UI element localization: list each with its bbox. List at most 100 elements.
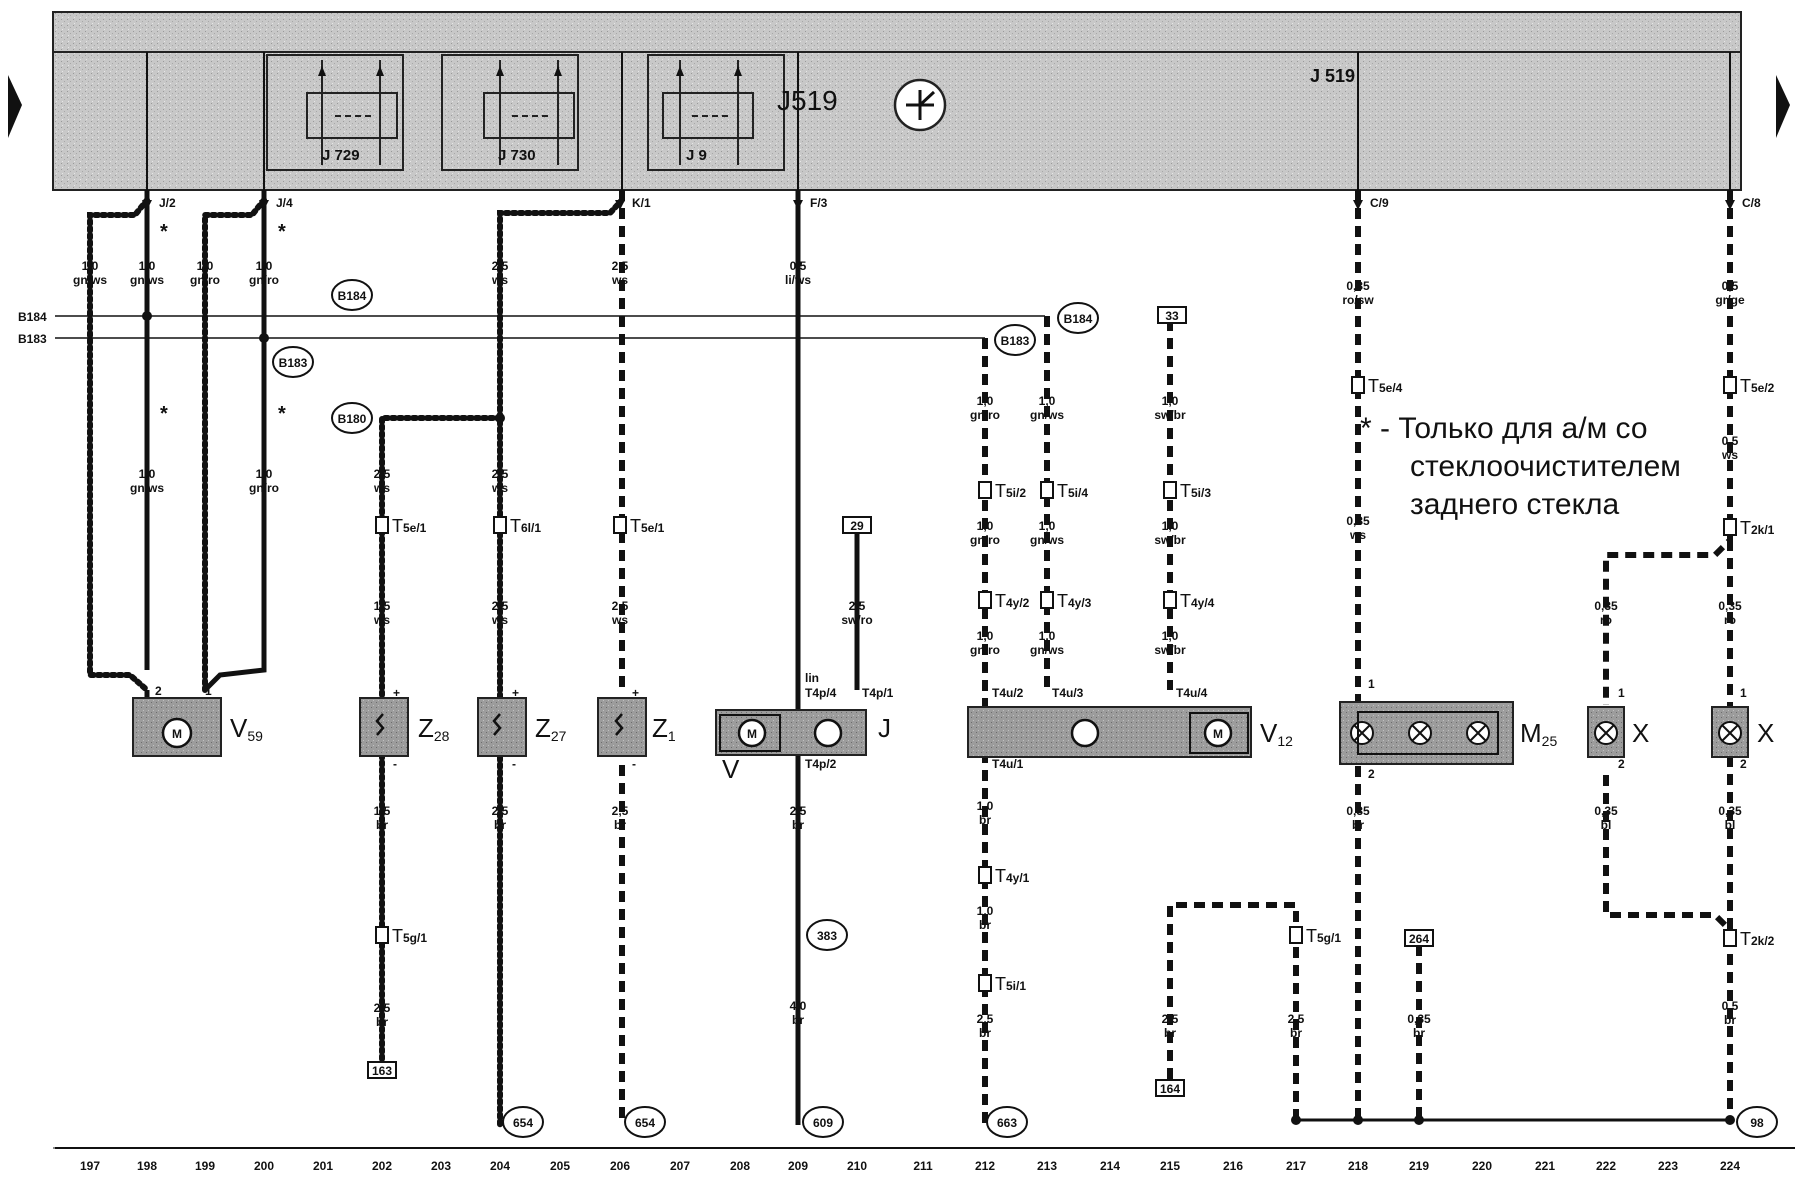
column-number: 200	[254, 1159, 274, 1173]
wire-size-label: 2,5	[612, 804, 629, 818]
next-page-arrow-icon[interactable]	[1776, 75, 1790, 138]
column-number: 216	[1223, 1159, 1243, 1173]
wire-size-label: 1,0	[139, 259, 156, 273]
ref-label: 163	[372, 1064, 392, 1078]
pin-label: +	[632, 686, 639, 700]
wire-size-label: 2,5	[492, 467, 509, 481]
connector-icon	[978, 974, 992, 992]
pin-label: T4p/1	[862, 686, 894, 700]
prev-page-arrow-icon[interactable]	[8, 75, 22, 138]
connector-icon	[978, 866, 992, 884]
wire-size-label: 1,0	[977, 394, 994, 408]
column-number: 198	[137, 1159, 157, 1173]
wire-size-label: 1,5	[374, 599, 391, 613]
pin-label: T4p/2	[805, 757, 837, 771]
motor-icon	[737, 718, 767, 748]
connector-icon	[493, 516, 507, 534]
wire-color-label: br	[792, 1013, 804, 1027]
pin-label: T4u/2	[992, 686, 1024, 700]
connector-label: T2k/2	[1740, 929, 1775, 949]
connector-icon	[1351, 376, 1365, 394]
wire-size-label: 2,5	[612, 599, 629, 613]
wire-size-label: 2,5	[612, 259, 629, 273]
wire-color-label: ro/sw	[1342, 293, 1374, 307]
wire-color-label: bl	[1725, 818, 1736, 832]
component-label: J	[878, 713, 891, 743]
column-number: 209	[788, 1159, 808, 1173]
arrow-icon	[676, 66, 684, 76]
junction-label: 663	[997, 1116, 1017, 1130]
wire-color-label: br	[1724, 1013, 1736, 1027]
component-label: Z27	[535, 713, 567, 744]
connector-icon	[978, 481, 992, 499]
wire-color-label: gn/ws	[1030, 643, 1064, 657]
wire-color-label: br	[1413, 1026, 1425, 1040]
column-number: 212	[975, 1159, 995, 1173]
component-label: V12	[1260, 718, 1293, 749]
wire-size-label: 1,5	[374, 804, 391, 818]
column-number: 213	[1037, 1159, 1057, 1173]
wire-color-label: sw/br	[1154, 533, 1186, 547]
pin-label: 2	[1618, 757, 1625, 771]
lamp-cross	[1721, 724, 1739, 742]
wire-color-label: br	[376, 818, 388, 832]
ref-box	[842, 516, 872, 534]
wire-color-label: sw/ro	[841, 613, 872, 627]
junction-dot	[259, 333, 269, 343]
pin-label-top: K/1	[632, 196, 651, 210]
wire-size-label: 2,5	[492, 804, 509, 818]
wire-color-label: gn/ro	[249, 481, 279, 495]
component-z27-box	[477, 697, 527, 757]
ref-label: 264	[1409, 932, 1429, 946]
column-number: 199	[195, 1159, 215, 1173]
column-number: 220	[1472, 1159, 1492, 1173]
relay-j730	[441, 54, 579, 171]
wire-size-label: 4,0	[790, 999, 807, 1013]
column-number: 203	[431, 1159, 451, 1173]
column-number: 210	[847, 1159, 867, 1173]
component-label: X	[1632, 718, 1649, 748]
component-label: Z1	[652, 713, 676, 744]
relay-icon	[813, 718, 843, 748]
wire-size-label: 0,5	[1722, 434, 1739, 448]
column-number: 205	[550, 1159, 570, 1173]
relay-j9-label: J 9	[686, 147, 707, 164]
column-number: 202	[372, 1159, 392, 1173]
m25-inner	[1357, 711, 1499, 755]
wire-size-label: 1,0	[977, 799, 994, 813]
junction-circle	[624, 1106, 666, 1138]
component-v-inner	[719, 714, 781, 752]
connector-label: T5g/1	[1306, 926, 1341, 946]
pin-label: 2	[1740, 757, 1747, 771]
heater-icon	[614, 713, 624, 736]
connector-icon	[1040, 481, 1054, 499]
wire-color-label: br	[979, 1026, 991, 1040]
ref-label: 29	[850, 519, 864, 533]
junction-label: 654	[635, 1116, 655, 1130]
pin-label-top: J/2	[159, 196, 176, 210]
relay-j729	[266, 54, 404, 171]
wire-size-label: 1,0	[1039, 519, 1056, 533]
wire-color-label: gn/ro	[970, 643, 1000, 657]
junction-circle	[331, 279, 373, 311]
wire-color-label: gn/ws	[73, 273, 107, 287]
wires	[53, 52, 1735, 1149]
wire-size-label: 1,0	[82, 259, 99, 273]
motor-letter: M	[747, 727, 757, 741]
connector-icon	[375, 516, 389, 534]
pin-label-top: C/9	[1370, 196, 1389, 210]
motor-icon	[161, 717, 193, 749]
wire-size-label: 1,0	[977, 629, 994, 643]
wire-color-label: gr/ge	[1715, 293, 1745, 307]
connector-label: T5e/1	[630, 516, 665, 536]
lamp-cross	[1597, 724, 1615, 742]
wire-color-label: br	[979, 813, 991, 827]
arrow-icon	[376, 66, 384, 76]
ref-label: 33	[1165, 309, 1179, 323]
pin-label: lin	[805, 671, 819, 685]
wire-size-label: 2,5	[790, 804, 807, 818]
wire	[497, 197, 625, 1128]
junction-dot	[1353, 1115, 1363, 1125]
junction-circle	[994, 324, 1036, 356]
ground-symbol-icon	[893, 78, 947, 132]
